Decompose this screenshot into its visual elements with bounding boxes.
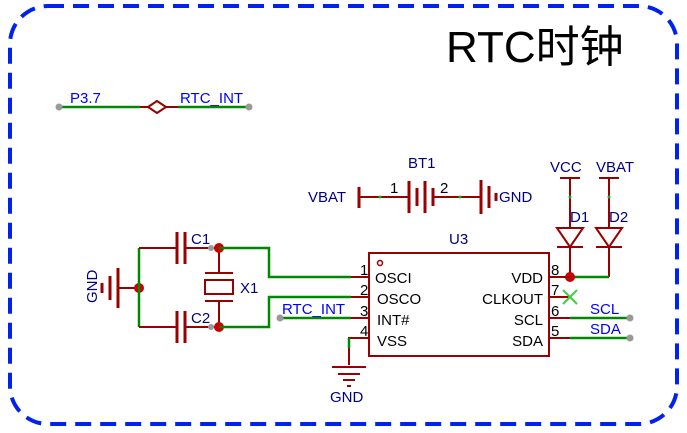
battery-bt1[interactable]: BT1 VBAT 1 2 GND: [308, 155, 533, 214]
pin-name-osci: OSCI: [375, 270, 412, 287]
pin-number: 1: [360, 262, 368, 279]
battery-gnd-label: GND: [499, 189, 533, 206]
wire-endpoint: [55, 103, 63, 111]
battery-ref: BT1: [408, 155, 436, 172]
crystal-icon: [204, 279, 234, 295]
pin-number: 7: [551, 282, 559, 299]
pin-name-vss: VSS: [377, 333, 407, 350]
pin-number: 5: [551, 323, 559, 340]
pin-number: 2: [360, 282, 368, 299]
gnd-left: GND: [84, 268, 139, 308]
no-connect-icon: [562, 289, 578, 305]
net-label-scl: SCL: [590, 301, 619, 318]
capacitor-c2-ref: C2: [191, 310, 210, 327]
capacitor-c2[interactable]: C2: [139, 310, 219, 343]
crystal-x1[interactable]: X1: [204, 248, 258, 327]
gnd-left-label: GND: [84, 270, 101, 304]
capacitor-c1[interactable]: C1: [139, 231, 219, 264]
osci-wire: [219, 246, 351, 279]
vbat-label: VBAT: [596, 159, 634, 176]
net-label-rtc-int-top: RTC_INT: [180, 90, 243, 107]
diode-d1-ref: D1: [570, 209, 589, 226]
diode-d1[interactable]: VCC D1: [550, 159, 589, 277]
vcc-label: VCC: [550, 159, 582, 176]
diode-d2-ref: D2: [609, 209, 628, 226]
gnd-bottom-label: GND: [330, 389, 364, 406]
osco-wire: [219, 295, 351, 329]
pin-number: 8: [551, 262, 559, 279]
sheet-title: RTC时钟: [446, 23, 624, 72]
chip-u3[interactable]: U3 1 2 3 4 OSCI OSCO INT# VSS 8 7 6 5 VD…: [351, 231, 570, 357]
pin-name-int: INT#: [377, 312, 410, 329]
pin-name-vdd: VDD: [511, 270, 543, 287]
pin-number: 4: [360, 323, 368, 340]
diode-icon: [555, 227, 585, 249]
chip-body: [368, 252, 550, 357]
net-label-rtc-int: RTC_INT: [282, 301, 345, 318]
wire-endpoint: [626, 334, 634, 342]
net-label-p3-7: P3.7: [70, 90, 101, 107]
pin-name-osco: OSCO: [377, 291, 421, 308]
ground-bottom-icon: [332, 366, 366, 387]
pin-number: 3: [360, 303, 368, 320]
pin1-marker: [376, 259, 384, 267]
battery-pin2: 2: [440, 180, 448, 197]
crystal-ref: X1: [240, 280, 258, 297]
chip-ref: U3: [449, 231, 468, 248]
pin-name-scl: SCL: [514, 312, 543, 329]
pin-name-clkout: CLKOUT: [482, 291, 543, 308]
net-tie-diamond: [146, 99, 168, 115]
capacitor-c1-ref: C1: [191, 231, 210, 248]
net-bridge[interactable]: P3.7 RTC_INT: [55, 90, 253, 115]
pin-name-sda: SDA: [512, 333, 543, 350]
battery-vbat-label: VBAT: [308, 189, 346, 206]
wire-endpoint: [276, 314, 284, 322]
diode-icon: [594, 227, 624, 249]
diode-d2[interactable]: VBAT D2: [594, 159, 634, 277]
net-label-sda: SDA: [590, 321, 621, 338]
battery-pin1: 1: [390, 180, 398, 197]
wire-endpoint: [626, 314, 634, 322]
wire-endpoint: [245, 103, 253, 111]
pin-number: 6: [551, 303, 559, 320]
